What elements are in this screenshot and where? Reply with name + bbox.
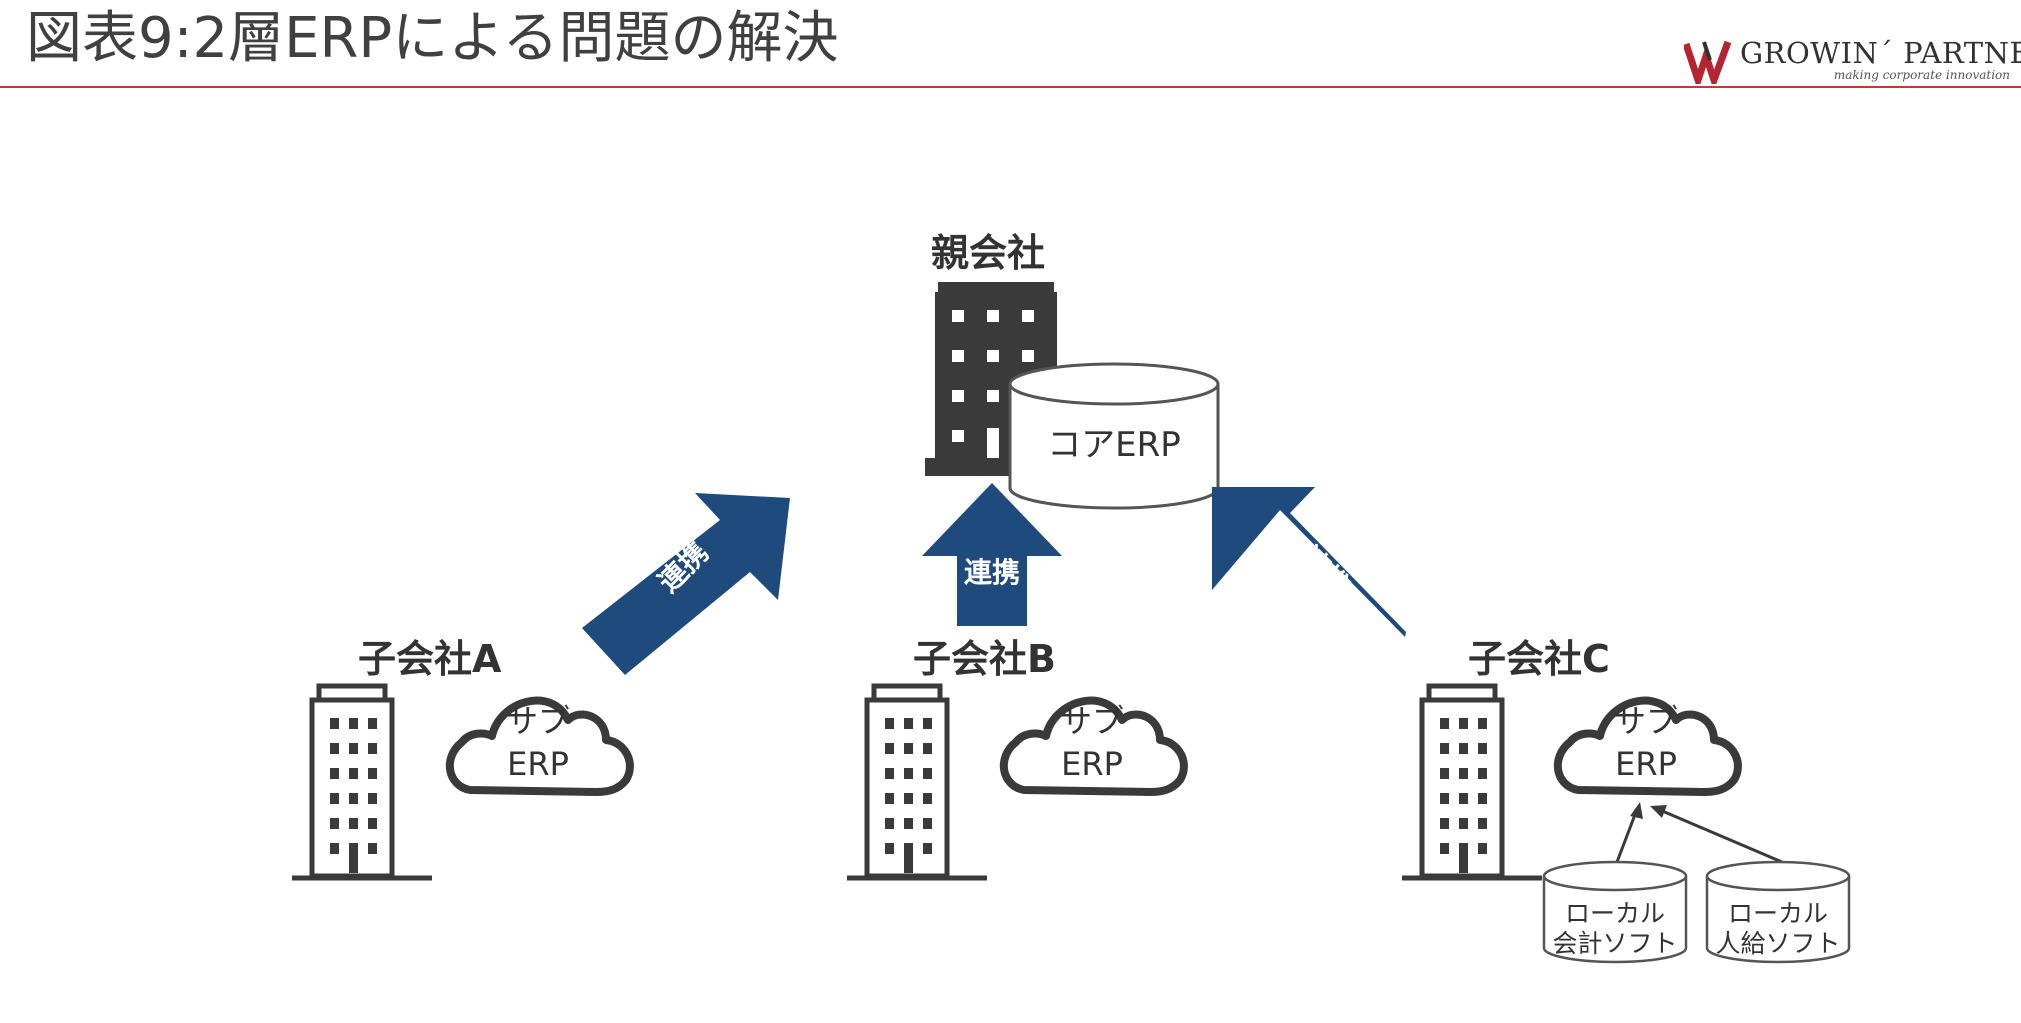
cloud-b-line2: ERP bbox=[1061, 745, 1123, 783]
link-arrow-c bbox=[1212, 487, 1406, 637]
subsidiary-a-label: 子会社A bbox=[358, 637, 502, 681]
subsidiary-a-building-icon bbox=[292, 683, 432, 881]
logo-w-icon bbox=[1682, 40, 1732, 92]
title-divider bbox=[0, 86, 2021, 88]
company-logo: GROWIN´ PARTNERS making corporate innova… bbox=[1682, 36, 2021, 92]
local-payroll-line2: 人給ソフト bbox=[1715, 929, 1840, 958]
cloud-a-icon bbox=[445, 696, 634, 796]
local-payroll-database-icon bbox=[1705, 860, 1851, 964]
local-accounting-line1: ローカル bbox=[1565, 899, 1665, 928]
subsidiary-c-building-icon bbox=[1402, 683, 1542, 881]
local-accounting-database-icon bbox=[1542, 860, 1688, 964]
local-feed-arrows bbox=[1615, 802, 1783, 864]
core-erp-database-icon bbox=[1008, 362, 1220, 510]
cloud-b-icon bbox=[999, 696, 1188, 796]
logo-name: GROWIN´ PARTNERS bbox=[1740, 36, 2021, 70]
link-arrow-b bbox=[922, 483, 1062, 626]
parent-company-label: 親会社 bbox=[931, 231, 1046, 275]
core-erp-label: コアERP bbox=[1047, 425, 1181, 465]
page-title: 図表9:2層ERPによる問題の解決 bbox=[26, 6, 839, 71]
cloud-c-line1: サブ bbox=[1614, 702, 1678, 740]
subsidiary-b-building-icon bbox=[847, 683, 987, 881]
subsidiary-c-label: 子会社C bbox=[1468, 637, 1610, 681]
local-payroll-line1: ローカル bbox=[1728, 899, 1828, 928]
link-label-b: 連携 bbox=[964, 556, 1020, 589]
cloud-c-line2: ERP bbox=[1615, 745, 1677, 783]
parent-building-icon bbox=[925, 282, 1067, 476]
cloud-c-icon bbox=[1553, 696, 1742, 796]
local-accounting-line2: 会計ソフト bbox=[1552, 929, 1677, 958]
cloud-a-line1: サブ bbox=[506, 702, 570, 740]
subsidiary-b-label: 子会社B bbox=[913, 637, 1056, 681]
cloud-a-line2: ERP bbox=[507, 745, 569, 783]
logo-tagline: making corporate innovation bbox=[1833, 68, 2010, 82]
link-arrow-a bbox=[582, 493, 790, 675]
link-label-c: 連携 bbox=[1293, 540, 1356, 603]
cloud-b-line1: サブ bbox=[1060, 702, 1124, 740]
